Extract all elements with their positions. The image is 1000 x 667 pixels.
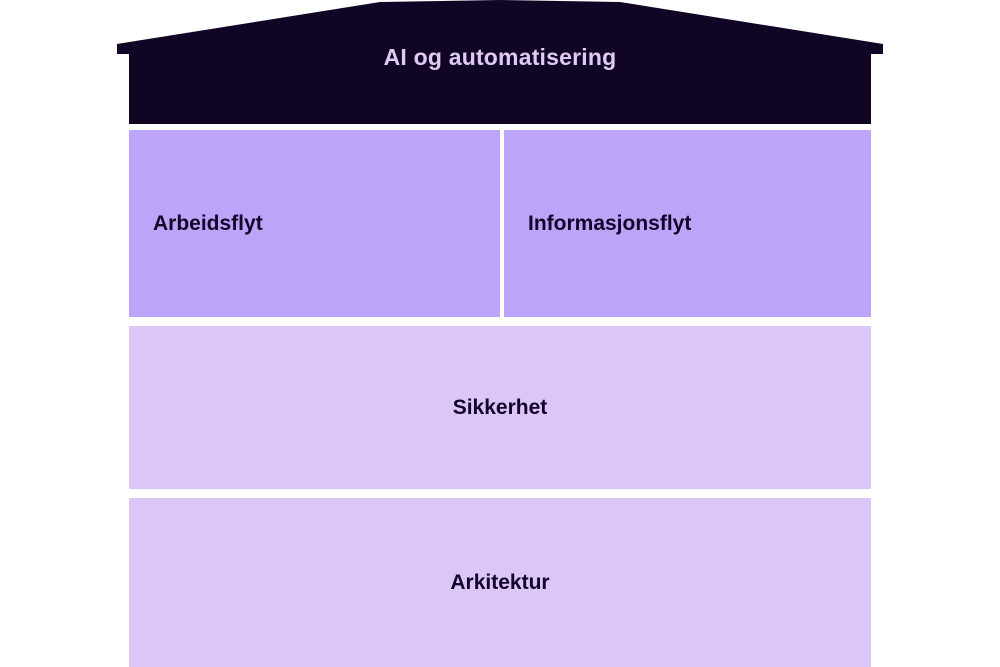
foundation-label-sikkerhet: Sikkerhet [452,395,548,419]
foundation-label-arkitektur: Arkitektur [450,570,550,594]
pillar-box-arbeidsflyt[interactable]: Arbeidsflyt [129,130,500,317]
roof: AI og automatisering [0,0,1000,126]
pillar-label-arbeidsflyt: Arbeidsflyt [153,211,263,235]
roof-shape [117,0,883,124]
pillar-box-informasjonsflyt[interactable]: Informasjonsflyt [504,130,871,317]
foundation-box-arkitektur[interactable]: Arkitektur [129,498,871,667]
pillar-label-informasjonsflyt: Informasjonsflyt [528,211,692,235]
foundation-box-sikkerhet[interactable]: Sikkerhet [129,326,871,489]
roof-path [117,0,883,124]
